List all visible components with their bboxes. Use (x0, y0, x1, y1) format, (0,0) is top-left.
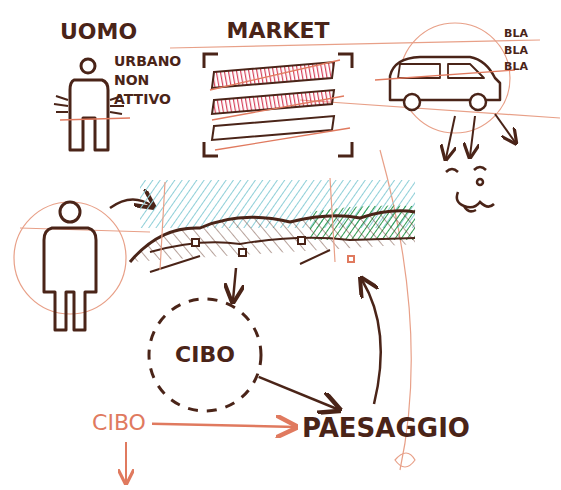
landscape-word: PAESAGGIO (296, 410, 476, 448)
landscape-part (130, 211, 415, 262)
box-outline (338, 54, 352, 68)
speech-scribble: BLA BLA BLA (504, 26, 546, 76)
background-strokes-part (300, 100, 560, 118)
market-shelves-part (210, 60, 350, 150)
box-outline (338, 142, 352, 156)
exhaust-arrows-part (470, 116, 475, 156)
landscape-part (192, 239, 199, 246)
node-text: MARKET (227, 18, 330, 43)
node-text: CIBO (92, 410, 146, 435)
sick-face (446, 167, 494, 211)
man-figure-part (60, 118, 130, 120)
landscape-part (239, 249, 246, 256)
exhaust-arrows (446, 114, 515, 158)
car-part (375, 70, 515, 80)
flow-arrow (259, 377, 340, 410)
figure-note: URBANO NON ATTIVO (114, 52, 188, 109)
sick-face-part (457, 192, 494, 207)
sick-face-part (464, 206, 476, 211)
sick-face-part (446, 167, 486, 172)
food-circle: CIBO (147, 297, 263, 413)
man-figure-part (54, 96, 124, 114)
down-arrow (125, 442, 127, 482)
exhaust-arrows-part (446, 116, 455, 158)
man-figure-part (14, 202, 126, 314)
car-part (390, 57, 500, 100)
man-figure-part (81, 59, 95, 73)
sick-face-part (477, 179, 483, 185)
man-figure-part (70, 80, 108, 150)
landscape-part (130, 211, 415, 262)
return-arrow (362, 280, 381, 404)
flow-arrow (152, 424, 296, 427)
node-text: PAESAGGIO (302, 414, 470, 444)
box-outline (204, 54, 218, 68)
landscape-part (150, 250, 330, 272)
box-outline (204, 142, 218, 156)
food-word: CIBO (86, 406, 152, 440)
background-strokes-part (170, 40, 540, 48)
market-shelves (210, 60, 350, 150)
car-part (404, 94, 420, 110)
background-strokes-part (395, 453, 415, 467)
market-shelves-part (212, 116, 334, 140)
market-shelves-part (212, 90, 334, 114)
man-figure-part (44, 228, 96, 330)
market-box: MARKET (198, 14, 358, 160)
man-figure (14, 202, 126, 330)
figure-title: UOMO (60, 20, 140, 44)
car (375, 57, 515, 110)
exhaust-arrows-part (495, 114, 515, 142)
landscape-part (348, 256, 354, 262)
landscape-part (150, 238, 415, 252)
landscape-part (160, 178, 335, 270)
node-text: CIBO (175, 342, 235, 367)
landscape-part (298, 237, 305, 244)
landscape (130, 178, 415, 272)
car-part (470, 94, 486, 110)
food-arrow (233, 268, 236, 300)
circle-outline (149, 299, 261, 411)
background-strokes (20, 23, 560, 470)
man-figure-part (60, 202, 80, 222)
